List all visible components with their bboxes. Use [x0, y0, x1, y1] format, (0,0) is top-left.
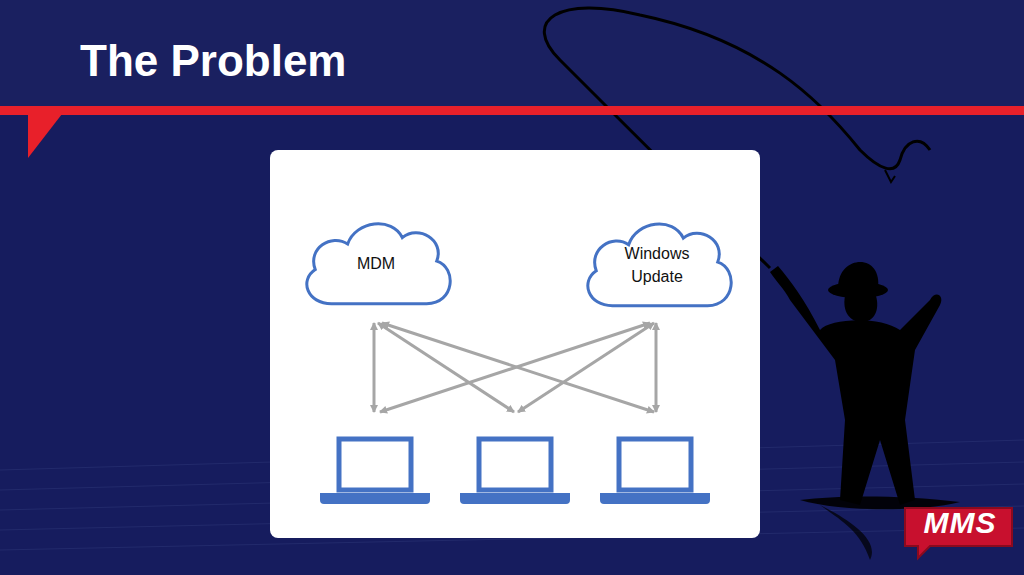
slide-title: The Problem	[80, 36, 347, 86]
arrow	[518, 323, 654, 412]
arrow	[373, 323, 376, 412]
header-band	[0, 0, 1024, 110]
laptop-icon	[600, 439, 710, 504]
arrow	[380, 323, 650, 412]
cloud-node: Windows Update	[576, 212, 738, 310]
cloud-label: MDM	[357, 244, 395, 275]
red-rule	[0, 106, 1024, 115]
text-wrap: Windows Update	[617, 234, 697, 288]
fishing-hook	[885, 170, 895, 182]
logo-text: MMS	[912, 506, 1008, 540]
laptop-icon	[460, 439, 570, 504]
diagram-panel	[270, 150, 760, 538]
red-tab	[28, 114, 62, 158]
laptop-icon	[320, 439, 430, 504]
arrow	[378, 323, 514, 412]
cloud-node: MDM	[295, 212, 457, 308]
text-wrap: MDM	[357, 244, 395, 275]
arrow	[655, 323, 658, 412]
arrows	[374, 323, 656, 412]
cloud-label: Windows Update	[617, 234, 697, 288]
